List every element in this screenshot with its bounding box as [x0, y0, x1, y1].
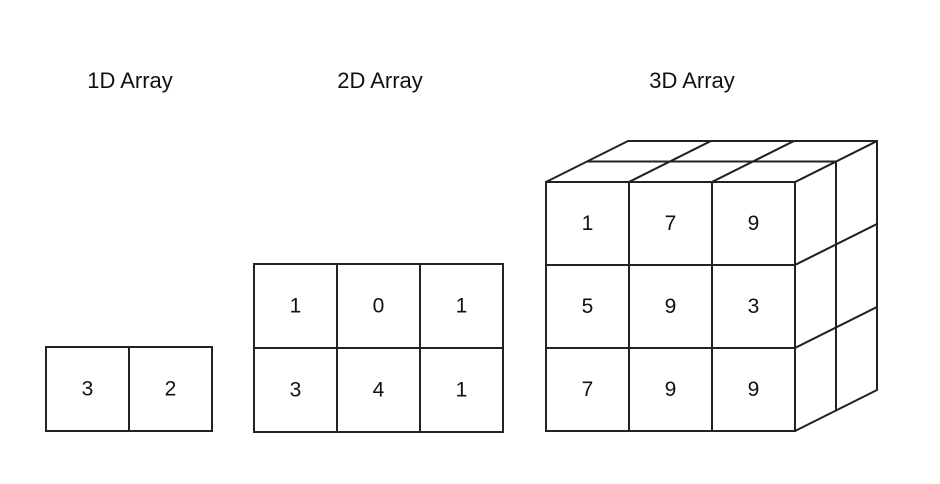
- array-2d-cell: [336, 347, 421, 433]
- cube-top-face: [545, 140, 878, 183]
- cube-top-cell: [752, 140, 878, 163]
- array-3d-cell-value: 9: [748, 212, 760, 235]
- array-2d-cell-value: 1: [456, 379, 468, 402]
- array-2d-cell-value: 1: [290, 295, 302, 318]
- array-3d-cell: [711, 264, 796, 349]
- array-3d-cell: [545, 264, 630, 349]
- cube-front-face: 1 7 9 5 9 3 7 9 9: [545, 181, 796, 432]
- array-2d-cell: [419, 347, 504, 433]
- array-2d-cell-value: 0: [373, 295, 385, 318]
- array-3d: 1 7 9 5 9 3 7 9 9: [545, 140, 878, 432]
- array-3d-cell-value: 5: [582, 295, 594, 318]
- cube-side-cell: [835, 306, 878, 412]
- array-3d-cell-value: 7: [665, 212, 677, 235]
- array-3d-cell: [711, 181, 796, 266]
- array-1d-cell-value: 2: [165, 378, 177, 401]
- array-2d-cell-value: 4: [373, 379, 385, 402]
- array-3d-cell: [711, 347, 796, 432]
- title-1d-array: 1D Array: [87, 68, 173, 93]
- array-2d-cell-value: 3: [290, 379, 302, 402]
- title-3d-array: 3D Array: [649, 68, 735, 93]
- array-3d-cell-value: 3: [748, 295, 760, 318]
- array-3d-cell-value: 7: [582, 378, 594, 401]
- array-2d: 1 0 1 3 4 1: [253, 263, 504, 433]
- array-2d-cell: [253, 347, 338, 433]
- title-2d-array: 2D Array: [337, 68, 423, 93]
- array-3d-cell-value: 9: [665, 295, 677, 318]
- array-3d-cell-value: 1: [582, 212, 594, 235]
- array-2d-cell-value: 1: [456, 295, 468, 318]
- array-3d-cell-value: 9: [665, 378, 677, 401]
- cube-side-face: [794, 140, 878, 432]
- array-1d-cell: [45, 346, 130, 432]
- array-1d-cell: [128, 346, 213, 432]
- array-3d-cell-value: 9: [748, 378, 760, 401]
- array-1d-cell-value: 3: [82, 378, 94, 401]
